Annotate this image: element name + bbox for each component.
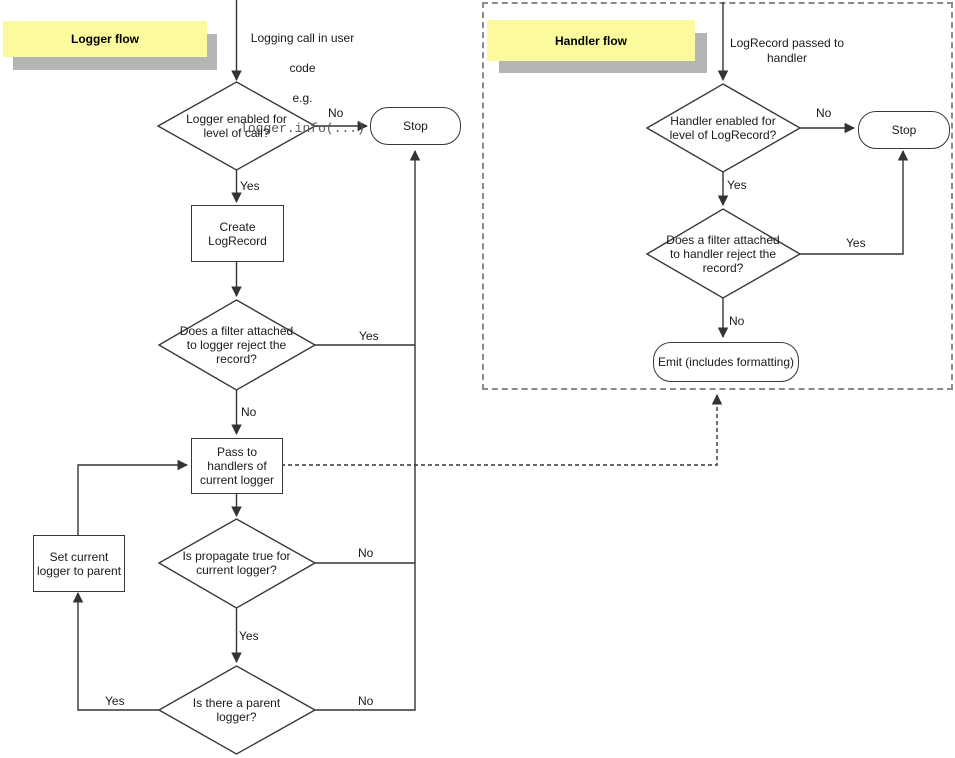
edge-label-enabled-yes: Yes [240, 179, 260, 193]
emit-node: Emit (includes formatting) [653, 342, 799, 382]
logger-entry-line-1: Logging call in user [250, 31, 355, 45]
edge-label-handler-enabled-no: No [816, 106, 832, 120]
handler-filter-check-diamond: Does a filter attached to handler reject… [666, 233, 780, 275]
edge-label-parent-no: No [358, 694, 374, 708]
create-logrecord-node: Create LogRecord [191, 205, 284, 262]
handler-entry-annotation: LogRecord passed to handler [729, 36, 845, 65]
handler-flow-title: Handler flow [487, 20, 695, 61]
logger-enabled-check-diamond: Logger enabled for level of call? [186, 112, 287, 140]
logger-entry-line-3: e.g. [292, 91, 313, 105]
handler-stop-node: Stop [858, 111, 950, 149]
handler-enabled-check-diamond: Handler enabled for level of LogRecord? [669, 114, 777, 142]
edge-label-enabled-no: No [328, 106, 344, 120]
edge-label-handler-enabled-yes: Yes [727, 178, 747, 192]
edge-label-handler-filter-yes: Yes [846, 236, 866, 250]
pass-to-handlers-node: Pass to handlers of current logger [191, 438, 283, 494]
edge-label-filter-yes: Yes [359, 329, 379, 343]
edge-label-propagate-no: No [358, 546, 374, 560]
logger-stop-node: Stop [370, 107, 461, 145]
edge-label-handler-filter-no: No [729, 314, 745, 328]
logger-entry-line-2: code [289, 61, 316, 75]
logger-filter-check-diamond: Does a filter attached to logger reject … [179, 324, 294, 366]
handler-flow-title-label: Handler flow [554, 33, 627, 48]
parent-logger-check-diamond: Is there a parent logger? [192, 696, 281, 724]
logger-flow-title-label: Logger flow [71, 32, 139, 46]
edge-label-filter-no: No [241, 405, 257, 419]
propagate-check-diamond: Is propagate true for current logger? [182, 549, 291, 577]
handler-flow-container [482, 2, 953, 390]
edge-label-parent-yes: Yes [105, 694, 125, 708]
edge-label-propagate-yes: Yes [239, 629, 259, 643]
logger-flow-title: Logger flow [3, 21, 207, 57]
logger-entry-annotation: Logging call in user code e.g. logger.in… [240, 16, 365, 151]
set-current-logger-node: Set current logger to parent [33, 535, 125, 592]
logger-entry-code: logger.info(...) [240, 121, 365, 136]
